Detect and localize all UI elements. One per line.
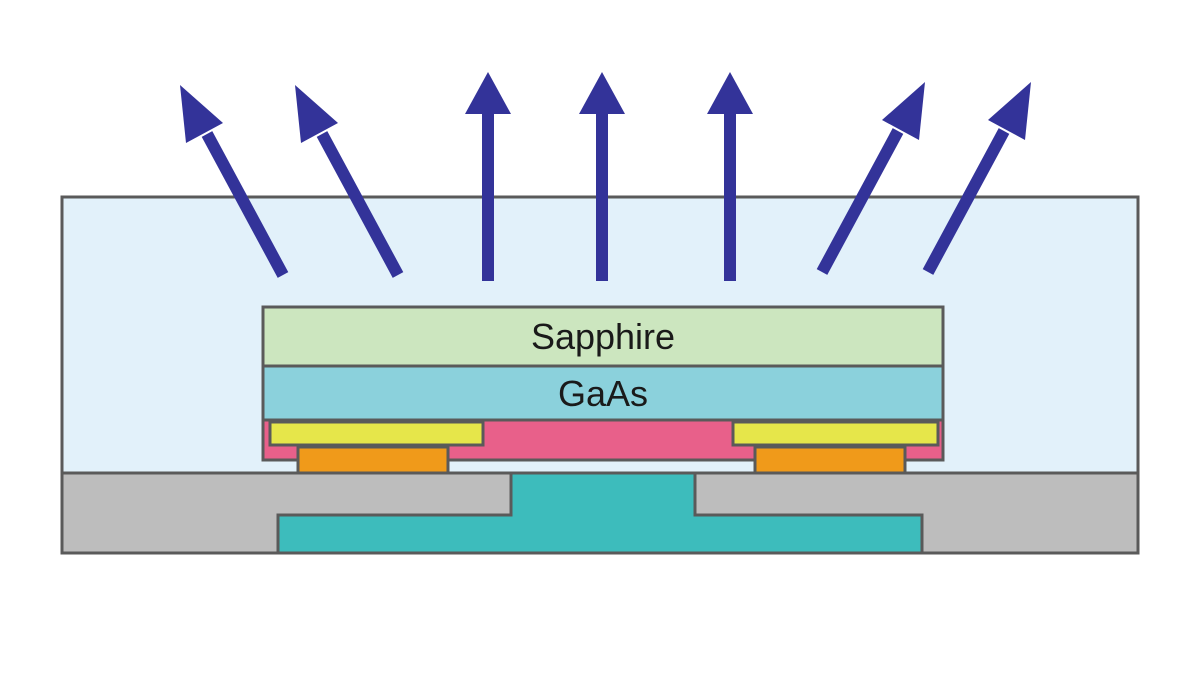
arrow-icon [707, 72, 753, 281]
bump-left [296, 445, 450, 475]
bump-right [753, 445, 907, 475]
contact-right [731, 420, 940, 447]
arrow-icon [922, 82, 1031, 275]
emission-arrows [180, 72, 1031, 281]
arrow-icon [579, 72, 625, 281]
contact-left [268, 420, 485, 447]
heatsink [276, 471, 924, 555]
arrow-icon [465, 72, 511, 281]
arrow-icon [180, 85, 289, 278]
sapphire-label: Sapphire [531, 316, 675, 357]
gaas-label: GaAs [558, 373, 648, 414]
arrow-icon [295, 85, 404, 278]
sapphire-layer [261, 305, 945, 368]
arrow-icon [816, 82, 925, 275]
